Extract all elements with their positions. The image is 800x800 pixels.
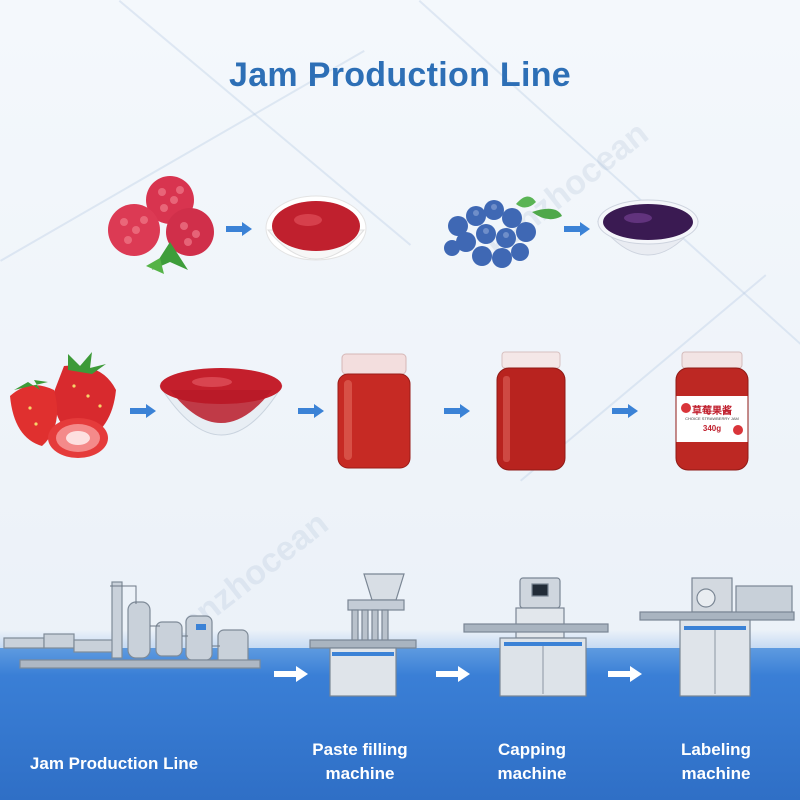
machine-label-line1: Paste filling	[312, 740, 408, 759]
jar-label-name: 草莓果酱	[692, 406, 732, 417]
jar-shape	[675, 351, 749, 471]
arrow-right-icon	[226, 222, 252, 236]
arrow-right-icon	[274, 666, 308, 682]
machine-label-line1: Labeling	[681, 740, 751, 759]
blueberry-jam-bowl-image	[596, 199, 700, 256]
strawberries-image	[10, 352, 116, 458]
raspberries-image	[108, 176, 214, 274]
machine-label-paste-filling: Paste filling machine	[290, 738, 430, 786]
capped-jam-jar-image	[496, 351, 566, 471]
arrow-right-icon	[130, 404, 156, 418]
strawberry-jam-bowl-image	[159, 368, 283, 436]
production-line-machine-image	[3, 581, 261, 669]
blueberries-image	[444, 196, 562, 268]
arrow-right-icon	[564, 222, 590, 236]
labeled-jam-jar: 草莓果酱 CHOICE STRAWBERRY JAM 340g	[672, 350, 752, 474]
machine-label-line1: Capping	[498, 740, 566, 759]
arrow-right-icon	[608, 666, 642, 682]
paste-filling-machine-image	[309, 573, 417, 697]
arrow-right-icon	[298, 404, 324, 418]
machine-label-line2: machine	[497, 764, 567, 783]
machine-label-line2: machine	[325, 764, 395, 783]
jar-label-weight: 340g	[702, 424, 722, 433]
raspberry-jam-bowl-image	[265, 195, 367, 261]
machine-label-labeling: Labeling machine	[646, 738, 786, 786]
arrow-right-icon	[436, 666, 470, 682]
machines-band	[0, 648, 800, 800]
open-jam-jar-image	[337, 353, 411, 469]
capping-machine-image	[463, 577, 609, 697]
page-title: Jam Production Line	[229, 56, 571, 94]
arrow-right-icon	[612, 404, 638, 418]
machine-label-production-line: Jam Production Line	[0, 752, 228, 776]
jar-label-subtitle: CHOICE STRAWBERRY JAM	[685, 416, 739, 421]
labeling-machine-image	[639, 577, 795, 697]
machine-label-capping: Capping machine	[462, 738, 602, 786]
machine-label-line2: machine	[681, 764, 751, 783]
arrow-right-icon	[444, 404, 470, 418]
machine-label-line1: Jam Production Line	[29, 754, 199, 773]
